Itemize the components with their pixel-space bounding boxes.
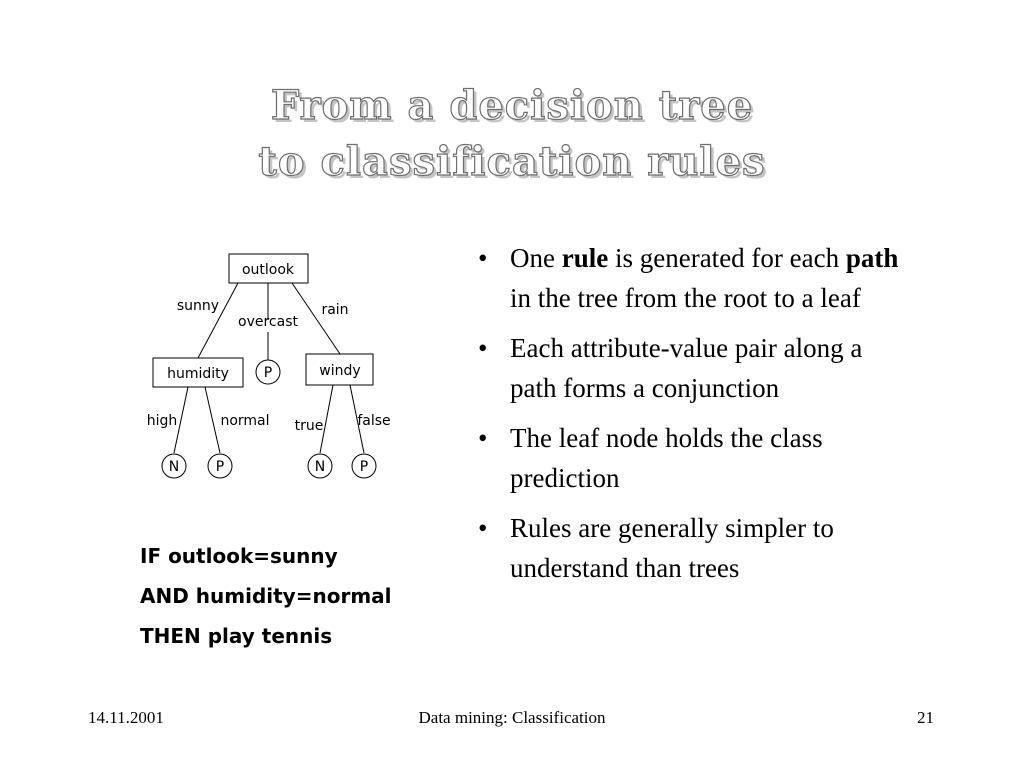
bullet-text: One <box>510 243 562 273</box>
rule-line-if: IF outlook=sunny <box>140 544 338 568</box>
leaf-overcast: P <box>264 365 272 381</box>
footer-topic: Data mining: Classification <box>418 708 606 727</box>
rule-example: IF outlook=sunny AND humidity=normal THE… <box>140 536 392 656</box>
leaf-high-circle <box>161 453 187 479</box>
node-outlook-box <box>228 253 309 284</box>
node-outlook: outlook <box>242 262 295 278</box>
slide-title-line-2: to classification rules <box>258 137 766 185</box>
edge-high <box>173 386 189 454</box>
edge-label-true: true <box>295 418 324 434</box>
leaf-high: N <box>169 459 179 475</box>
footer-page-number: 21 <box>917 708 934 727</box>
edge-rain <box>291 282 341 355</box>
bullet-text: The leaf node holds the class prediction <box>510 423 823 493</box>
bullet-item: • One rule is generated for each path in … <box>470 238 900 318</box>
leaf-overcast-circle <box>255 359 281 385</box>
bullet-item: • Each attribute-value pair along a path … <box>470 328 900 408</box>
leaf-false-circle <box>351 453 377 479</box>
bullet-text: Each attribute-value pair along a path f… <box>510 333 863 403</box>
node-windy-box <box>305 353 374 386</box>
leaf-normal: P <box>216 459 224 475</box>
edge-label-sunny: sunny <box>177 298 219 314</box>
slide-title: From a decision tree to classification r… <box>0 78 1024 190</box>
rule-line-then: THEN play tennis <box>140 624 333 648</box>
bullet-marker: • <box>478 243 488 273</box>
edge-label-false: false <box>357 413 390 429</box>
bullet-list: • One rule is generated for each path in … <box>470 238 900 598</box>
rule-line-and: AND humidity=normal <box>140 584 392 608</box>
slide-title-line-1: From a decision tree <box>270 81 754 129</box>
bullet-marker: • <box>478 513 488 543</box>
leaf-false: P <box>360 459 368 475</box>
bullet-marker: • <box>478 423 488 453</box>
leaf-true-circle <box>307 453 333 479</box>
bullet-text: is generated for each <box>608 243 846 273</box>
edge-false <box>349 384 365 454</box>
leaf-normal-circle <box>207 453 233 479</box>
edge-label-overcast: overcast <box>238 314 298 330</box>
node-windy: windy <box>319 363 360 379</box>
bullet-item: • Rules are generally simpler to understa… <box>470 508 900 588</box>
bullet-emphasis-path: path <box>845 243 899 273</box>
bullet-item: • The leaf node holds the class predictio… <box>470 418 900 498</box>
edge-sunny <box>197 282 239 359</box>
leaf-true: N <box>315 459 325 475</box>
node-humidity-box <box>152 357 244 388</box>
bullet-text: Rules are generally simpler to understan… <box>510 513 834 583</box>
edge-normal <box>204 386 221 454</box>
edge-label-normal: normal <box>220 413 269 429</box>
edge-true <box>319 384 334 454</box>
footer-date: 14.11.2001 <box>88 708 164 727</box>
edge-label-high: high <box>147 413 178 429</box>
node-humidity: humidity <box>167 366 229 382</box>
decision-tree-diagram: outlook sunny overcast rain humidity win… <box>147 253 391 479</box>
bullet-emphasis-rule: rule <box>561 243 609 273</box>
bullet-marker: • <box>478 333 488 363</box>
edge-label-rain: rain <box>321 302 348 318</box>
bullet-text: in the tree from the root to a leaf <box>510 283 861 313</box>
